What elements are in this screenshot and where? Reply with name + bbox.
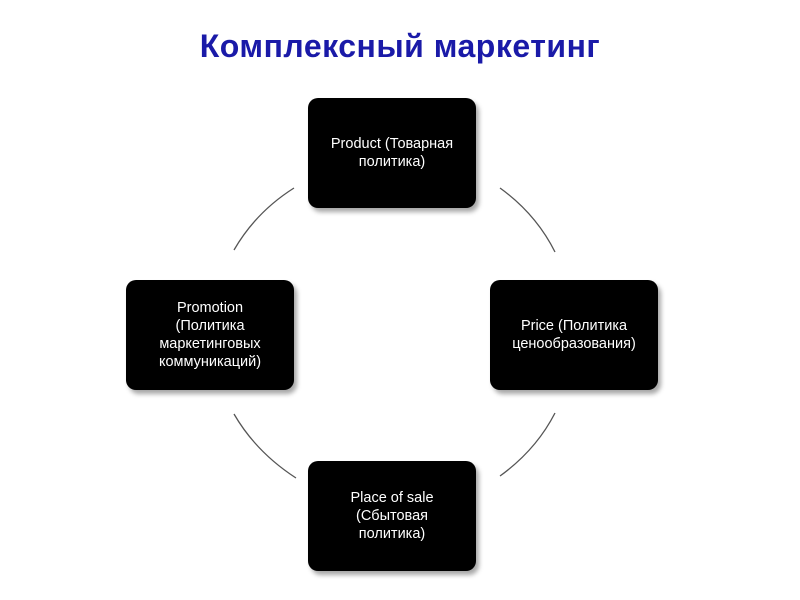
node-product: Product (Товарная политика) <box>308 98 476 208</box>
node-promotion-label: Promotion (Политика маркетинговых коммун… <box>158 299 262 371</box>
connector-price-place <box>499 412 556 477</box>
node-place-label: Place of sale (Сбытовая политика) <box>350 489 434 543</box>
node-price: Price (Политика ценообразования) <box>490 280 658 390</box>
connector-product-price <box>499 187 556 253</box>
node-product-label: Product (Товарная политика) <box>330 135 454 170</box>
connector-place-promotion <box>233 413 297 479</box>
node-place: Place of sale (Сбытовая политика) <box>308 461 476 571</box>
slide-title: Комплексный маркетинг <box>199 28 601 64</box>
connector-promotion-product <box>233 187 295 251</box>
node-promotion: Promotion (Политика маркетинговых коммун… <box>126 280 294 390</box>
node-price-label: Price (Политика ценообразования) <box>512 317 636 352</box>
